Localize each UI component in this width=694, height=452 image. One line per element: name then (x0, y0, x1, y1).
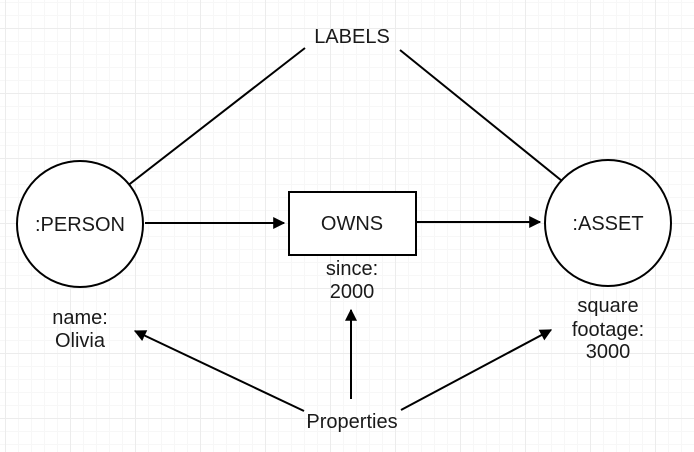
edge-labels-to-person[interactable] (103, 47, 306, 205)
person-property-text[interactable]: name: Olivia (52, 307, 108, 352)
asset-property-line[interactable]: 3000 (586, 341, 631, 363)
person-property-line[interactable]: Olivia (55, 330, 106, 352)
properties-annotation[interactable]: Properties (306, 411, 397, 433)
owns-property-line[interactable]: since: (326, 258, 378, 280)
person-node-label: :PERSON (35, 214, 125, 236)
owns-property-text[interactable]: since: 2000 (326, 258, 378, 303)
edge-properties-to-person-prop[interactable] (133, 330, 305, 412)
asset-property-line[interactable]: footage: (572, 319, 644, 341)
owns-relationship-label: OWNS (321, 213, 383, 235)
edge-labels-to-asset[interactable] (399, 49, 589, 203)
person-node-circle[interactable] (16, 160, 144, 288)
asset-property-text[interactable]: square footage: 3000 (572, 295, 644, 363)
asset-node-circle[interactable] (544, 159, 672, 287)
owns-relationship-box[interactable] (288, 191, 417, 256)
person-property-line[interactable]: name: (52, 307, 108, 329)
asset-node[interactable]: :ASSET (544, 159, 672, 287)
edge-properties-to-asset-prop[interactable] (400, 329, 553, 411)
asset-node-label: :ASSET (572, 213, 643, 235)
owns-relationship-node[interactable]: OWNS (288, 191, 417, 256)
person-node[interactable]: :PERSON (16, 160, 144, 288)
asset-property-line[interactable]: square (577, 295, 638, 317)
owns-property-line[interactable]: 2000 (330, 281, 375, 303)
labels-annotation[interactable]: LABELS (314, 26, 390, 48)
